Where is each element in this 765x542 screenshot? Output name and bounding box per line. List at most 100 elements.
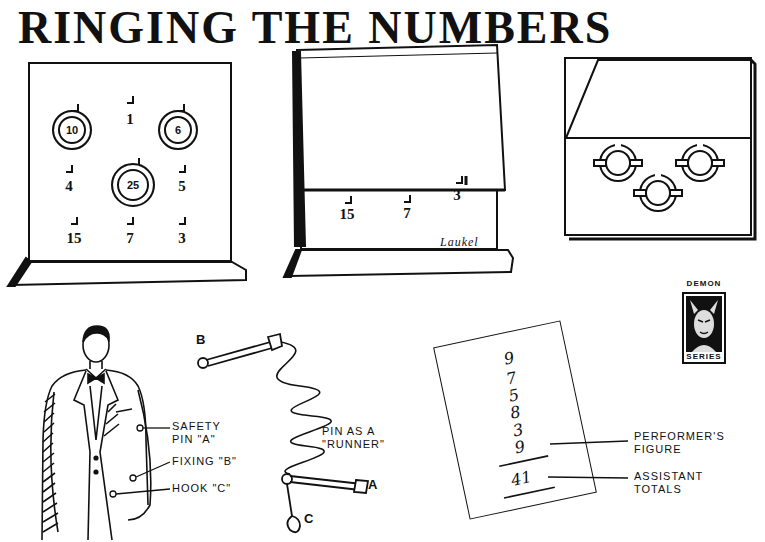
performer-figure (43, 394, 58, 532)
performer-figure (90, 386, 102, 440)
board-hooks (66, 165, 72, 172)
node-text: 25 (127, 180, 139, 191)
ring-folder (655, 171, 661, 180)
performer-figure (94, 456, 98, 460)
board-base (12, 262, 246, 285)
node-text: DEMON (687, 280, 722, 288)
demon-logo-face (694, 310, 714, 338)
paper-rules (504, 487, 555, 498)
node-text: 9 (513, 439, 526, 457)
node-text: 7 (403, 206, 411, 221)
board-hooks (127, 96, 133, 103)
leader-lines (130, 475, 136, 481)
node-text: SERIES (686, 353, 721, 361)
node-text: 4 (65, 179, 73, 194)
board-base (8, 258, 246, 286)
covered-board (345, 196, 351, 203)
covered-board (284, 45, 513, 277)
node-text: 1 (126, 112, 134, 127)
ring-folder (594, 160, 606, 166)
performer-figure (90, 361, 102, 369)
demon-logo-face (692, 345, 716, 352)
number-board: 106251451573 (28, 62, 232, 262)
node-text: 10 (66, 125, 78, 136)
ring-folder (565, 58, 755, 239)
demon-logo-face (690, 300, 718, 314)
ring-folder (688, 151, 712, 175)
series-logo: DEMONSERIES (682, 292, 726, 364)
leader-lines (116, 489, 170, 494)
leader-lines (136, 462, 170, 477)
node-text: 3 (512, 422, 525, 440)
callout-label: PERFORMER'S FIGURE (634, 430, 752, 456)
covered-board (293, 52, 305, 246)
node-text: 15 (67, 231, 82, 246)
ring-folder (565, 58, 751, 235)
node-text: 6 (175, 125, 181, 136)
performer-figure (42, 370, 86, 540)
safety-pins (277, 342, 331, 474)
demon-logo-face (686, 296, 722, 352)
callout-letter: A (368, 478, 382, 491)
ring-folder (646, 181, 670, 205)
leader-lines (110, 491, 116, 497)
covered-board (465, 176, 468, 185)
node-text: 8 (509, 404, 522, 422)
performer-figure (106, 370, 148, 505)
board-hooks (179, 165, 185, 172)
callout-label: FIXING "B" (172, 455, 262, 468)
ring-folder (615, 141, 621, 150)
performer-figure (94, 470, 98, 474)
callout-label: SAFETY PIN "A" (172, 420, 242, 446)
covered-board (303, 189, 505, 192)
ring-folder (600, 145, 718, 211)
performer-figure (83, 326, 109, 342)
ring-folder (606, 151, 630, 175)
covered-board (456, 176, 462, 183)
board-hooks (71, 217, 77, 224)
ring-folder (670, 190, 682, 196)
safety-pins (287, 516, 300, 532)
node-text: 7 (505, 370, 518, 388)
safety-pins (206, 341, 274, 366)
safety-pins (198, 358, 208, 368)
leader-lines (548, 477, 628, 478)
performer-figure (128, 390, 151, 520)
leader-lines (137, 425, 143, 431)
node-text: 3 (178, 231, 186, 246)
node-text: 3 (453, 188, 461, 203)
performer-figure (104, 404, 119, 436)
leader-lines (143, 427, 170, 428)
covered-board (284, 250, 301, 277)
title: RINGING THE NUMBERS (18, 2, 612, 54)
covered-board (290, 250, 513, 276)
paper-slip: 97583941 (433, 320, 597, 519)
safety-pins (282, 474, 292, 484)
number-ring: 10 (52, 110, 92, 150)
node-text: 41 (510, 469, 533, 489)
callout-label: PIN AS A "RUNNER" (322, 425, 406, 451)
demon-logo-face (686, 296, 722, 352)
paper-rules (497, 456, 555, 498)
board-hooks (179, 217, 185, 224)
callout-label: HOOK "C" (172, 482, 262, 495)
ring-folder (697, 141, 703, 150)
safety-pins (268, 334, 282, 350)
node-text: 9 (503, 350, 516, 368)
callout-label: ASSISTANT TOTALS (634, 470, 752, 496)
ring-folder (566, 60, 751, 138)
node-text: 7 (126, 231, 134, 246)
board-hooks (127, 217, 133, 224)
performer-figure (51, 392, 58, 532)
performer-figure (74, 371, 90, 540)
board-base (8, 258, 31, 286)
safety-pins (354, 480, 368, 493)
callout-letter: C (304, 512, 318, 525)
ring-folder (634, 190, 646, 196)
covered-board (297, 45, 505, 190)
number-ring: 25 (111, 163, 155, 207)
performer-figure (100, 371, 118, 540)
ring-folder (712, 160, 724, 166)
